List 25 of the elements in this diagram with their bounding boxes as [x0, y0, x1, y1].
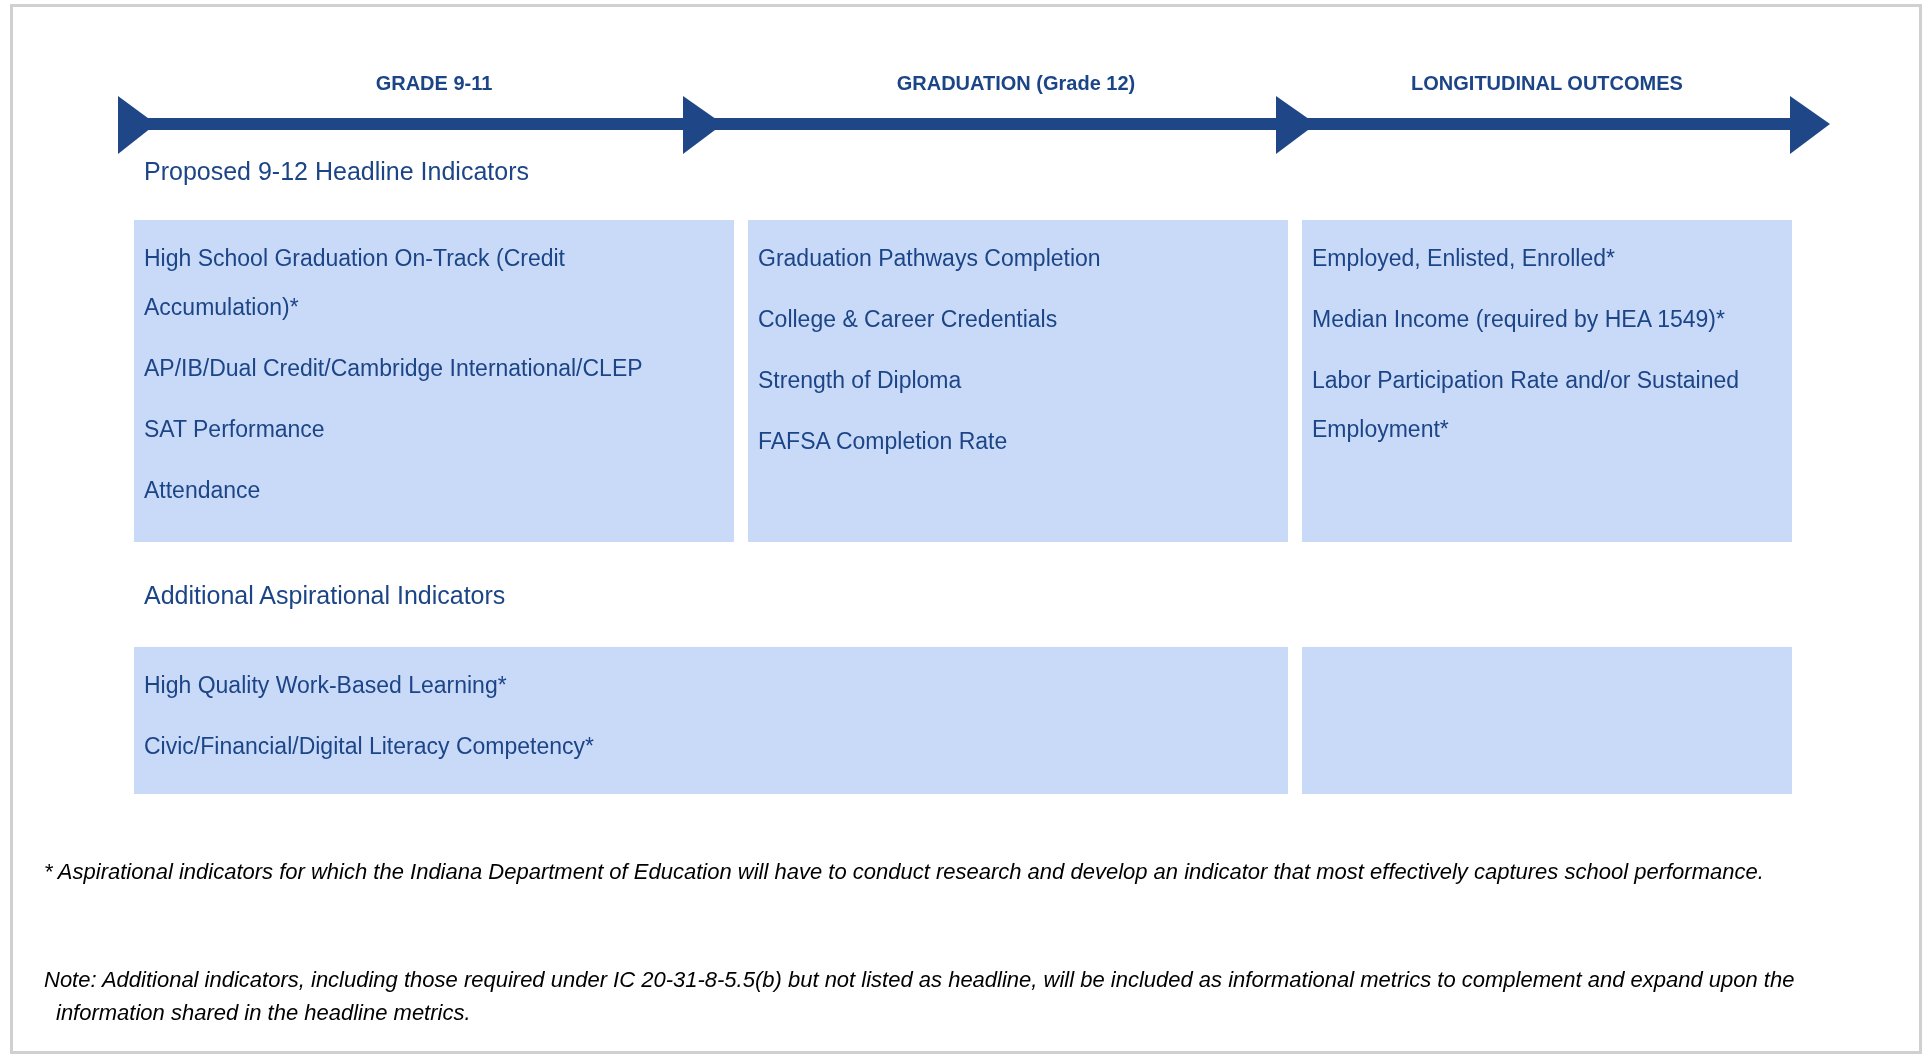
indicator-panel: [1302, 220, 1792, 542]
indicator-text: High School Graduation On-Track (Credit Accumulation)*: [144, 244, 566, 322]
indicator-text: Labor Participation Rate and/or Sustained Employment*: [1312, 366, 1741, 444]
indicator-panel: [134, 647, 1288, 794]
indicator-text: SAT Performance: [144, 415, 326, 444]
indicator-text: AP/IB/Dual Credit/Cambridge International/CLEP: [144, 354, 644, 383]
indicator-text: Median Income (required by HEA 1549)*: [1312, 305, 1726, 334]
indicator-text: Attendance: [144, 476, 262, 505]
section-heading: Additional Aspirational Indicators: [144, 580, 506, 611]
indicator-text: Graduation Pathways Completion: [758, 244, 1102, 273]
phase-heading: GRADE 9-11: [374, 71, 494, 96]
indicator-panel: [748, 220, 1288, 542]
indicator-text: High Quality Work-Based Learning*: [144, 671, 508, 700]
note: Note: Additional indicators, including those required under IC 20-31-8-5.5(b) but not listed as headline, will be included as informational metrics to complement and expand upon the information shared in the headline metrics.: [44, 966, 1796, 1027]
indicator-text: Civic/Financial/Digital Literacy Competency*: [144, 732, 595, 761]
empty-panel: [1302, 647, 1792, 794]
indicator-text: College & Career Credentials: [758, 305, 1059, 334]
footnote: * Aspirational indicators for which the Indiana Department of Education will have to conduct research and develop an indicator that most effectively captures school performance.: [44, 858, 1765, 886]
indicator-text: Strength of Diploma: [758, 366, 963, 395]
section-heading: Proposed 9-12 Headline Indicators: [144, 156, 529, 187]
phase-heading: GRADUATION (Grade 12): [895, 71, 1137, 96]
indicator-panel: [134, 220, 734, 542]
indicator-text: FAFSA Completion Rate: [758, 427, 1009, 456]
phase-heading: LONGITUDINAL OUTCOMES: [1410, 71, 1684, 96]
indicator-text: Employed, Enlisted, Enrolled*: [1312, 244, 1616, 273]
